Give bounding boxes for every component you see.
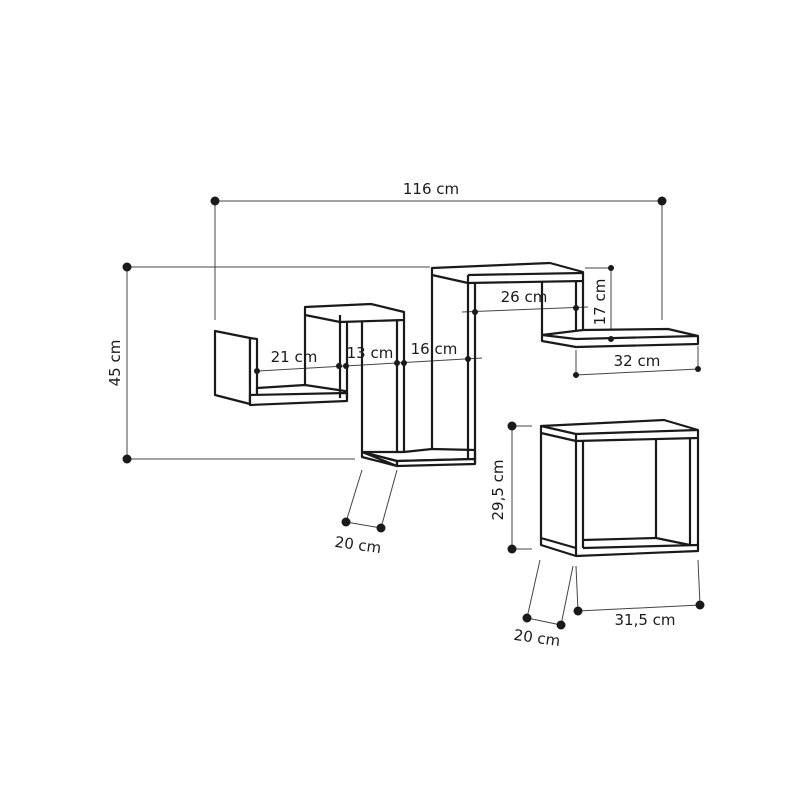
edge [540,424,577,436]
dimension-labels: 116 cm 45 cm 21 cm 13 cm 16 cm 26 cm 17 … [106,180,676,650]
dim-dot [376,523,386,533]
dim-line-cube-depth [526,617,562,626]
edge [575,436,699,443]
dim-dot [507,421,517,431]
dim-dot [695,600,705,610]
label-top-compartment-width: 26 cm [501,288,548,306]
dim-extension [575,565,579,612]
edge [467,271,584,277]
dim-dot [556,620,566,630]
dim-dot [507,544,517,554]
dim-dot [573,606,583,616]
edge [540,536,577,550]
dim-dot [343,363,349,369]
dim-extension [697,559,701,606]
dim-dot [472,309,478,315]
dim-dot [573,305,579,311]
dim-extension [526,559,541,619]
label-top-compartment-height: 17 cm [591,279,609,326]
dim-dot [608,336,614,342]
dim-dot [657,196,667,206]
dimension-lines [126,200,701,626]
dim-line-depth [345,521,382,529]
dim-line-right-shelf [575,368,699,376]
dim-dot [341,517,351,527]
dim-extension [560,565,574,626]
dimension-dots [122,196,705,630]
label-cube-depth: 20 cm [513,626,562,650]
dim-dot [465,356,471,362]
left-panel-side [213,329,252,406]
left-bottom-front [248,391,349,407]
dim-dot [254,368,260,374]
dim-line-top-compartment [461,306,589,313]
edge [582,543,699,550]
label-wall-shelf-depth: 20 cm [334,533,383,557]
dim-line-cube-width [577,604,701,612]
cube-shelf [539,418,700,558]
dim-dot [401,360,407,366]
dim-dot [522,613,532,623]
dim-extension [345,469,363,523]
edge [541,333,577,341]
dim-dot [394,360,400,366]
dim-dot [608,265,614,271]
edge [582,536,657,542]
middle-bottom-front [360,450,477,468]
box-top [303,302,406,324]
label-compartment-1: 21 cm [271,348,318,366]
cube-outline [539,418,700,558]
label-cube-height: 29,5 cm [489,459,507,520]
dim-dot [695,366,701,372]
label-compartment-2: 13 cm [347,344,394,362]
edge [540,431,577,443]
dim-dot [122,454,132,464]
dim-dot [122,262,132,272]
dim-dot [210,196,220,206]
dim-dot [336,363,342,369]
edge [575,334,699,341]
edge [655,536,691,547]
dim-dot [573,372,579,378]
label-overall-height: 45 cm [106,340,124,387]
edge [575,428,699,436]
label-compartment-3: 16 cm [411,340,458,358]
dim-extension [380,469,398,529]
wall-shelf [213,261,700,468]
label-right-shelf-width: 32 cm [614,352,661,370]
label-cube-width: 31,5 cm [614,611,675,629]
label-overall-width: 116 cm [403,180,459,198]
